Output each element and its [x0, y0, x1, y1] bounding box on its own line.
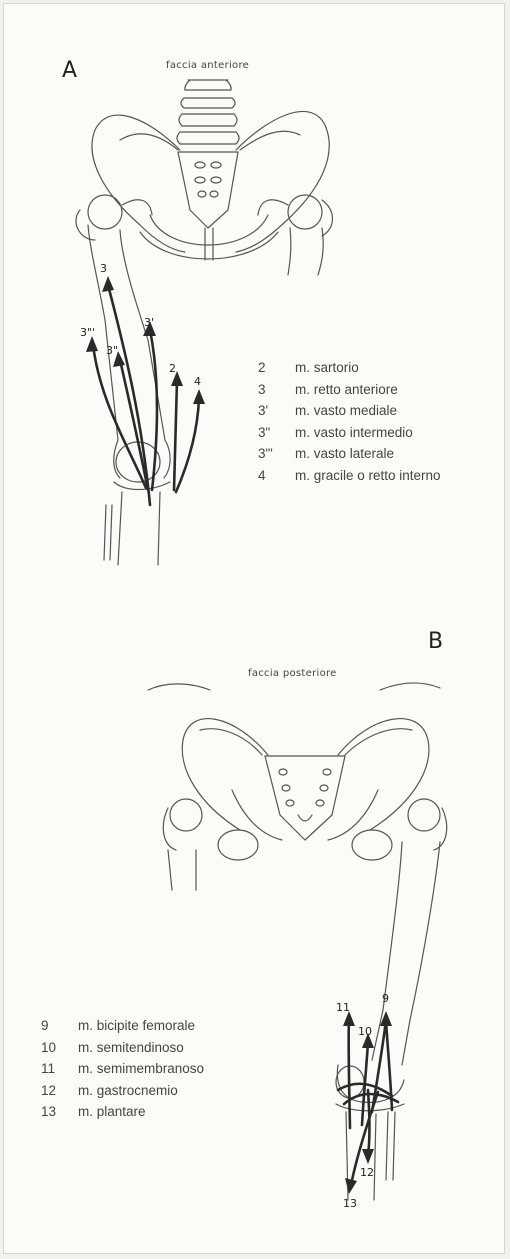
- legend-row: 9m. bicipite femorale: [41, 1015, 204, 1037]
- legend-label: m. gracile o retto interno: [295, 468, 441, 483]
- label-9: 9: [382, 992, 389, 1005]
- legend-row: 11m. semimembranoso: [41, 1058, 204, 1080]
- anterior-skeleton: [76, 80, 333, 565]
- legend-row: 13m. plantare: [41, 1101, 204, 1123]
- legend-row: 12m. gastrocnemio: [41, 1080, 204, 1102]
- legend-num: 2: [258, 360, 295, 375]
- legend-row: 4m. gracile o retto interno: [258, 465, 441, 487]
- legend-label: m. vasto mediale: [295, 403, 397, 418]
- legend-num: 3": [258, 425, 295, 440]
- legend-num: 13: [41, 1104, 78, 1119]
- legend-row: 3'm. vasto mediale: [258, 400, 441, 422]
- legend-num: 12: [41, 1083, 78, 1098]
- legend-num: 4: [258, 468, 295, 483]
- legend-row: 3"'m. vasto laterale: [258, 443, 441, 465]
- legend-row: 3"m. vasto intermedio: [258, 422, 441, 444]
- label-11: 11: [336, 1001, 350, 1014]
- label-2: 2: [169, 362, 176, 375]
- label-3ppp: 3"': [80, 326, 95, 339]
- label-3pp: 3": [106, 344, 118, 357]
- arrowhead-3: [102, 276, 114, 292]
- legend-label: m. vasto laterale: [295, 446, 394, 461]
- panel-a-view-title: faccia anteriore: [166, 60, 249, 71]
- legend-num: 11: [41, 1061, 78, 1076]
- arrowhead-4: [193, 389, 205, 404]
- legend-num: 9: [41, 1018, 78, 1033]
- arrow-3p: [150, 330, 157, 490]
- panel-b-view-title: faccia posteriore: [248, 668, 337, 679]
- legend-label: m. sartorio: [295, 360, 359, 375]
- arrowhead-13: [345, 1178, 357, 1194]
- panel-a-letter: A: [62, 58, 77, 83]
- arrowhead-12: [362, 1149, 374, 1164]
- legend-num: 10: [41, 1040, 78, 1055]
- label-3p: 3': [144, 316, 154, 329]
- legend-row: 10m. semitendinoso: [41, 1037, 204, 1059]
- panel-a-legend: 2m. sartorio 3m. retto anteriore 3'm. va…: [258, 357, 441, 486]
- label-10: 10: [358, 1025, 372, 1038]
- legend-label: m. semitendinoso: [78, 1040, 184, 1055]
- legend-label: m. bicipite femorale: [78, 1018, 195, 1033]
- legend-num: 3': [258, 403, 295, 418]
- legend-row: 2m. sartorio: [258, 357, 441, 379]
- label-12: 12: [360, 1166, 374, 1179]
- legend-label: m. retto anteriore: [295, 382, 398, 397]
- panel-b-legend: 9m. bicipite femorale 10m. semitendinoso…: [41, 1015, 204, 1123]
- arrow-3pp: [120, 360, 148, 490]
- arrow-2: [174, 380, 177, 490]
- legend-num: 3: [258, 382, 295, 397]
- legend-row: 3m. retto anteriore: [258, 379, 441, 401]
- panel-b-letter: B: [428, 629, 443, 654]
- label-4: 4: [194, 375, 201, 388]
- legend-label: m. plantare: [78, 1104, 146, 1119]
- legend-num: 3"': [258, 446, 295, 461]
- legend-label: m. gastrocnemio: [78, 1083, 178, 1098]
- label-13: 13: [343, 1197, 357, 1210]
- label-3: 3: [100, 262, 107, 275]
- legend-label: m. vasto intermedio: [295, 425, 413, 440]
- legend-label: m. semimembranoso: [78, 1061, 204, 1076]
- arrow-4: [176, 398, 199, 492]
- arrow-11: [349, 1020, 350, 1128]
